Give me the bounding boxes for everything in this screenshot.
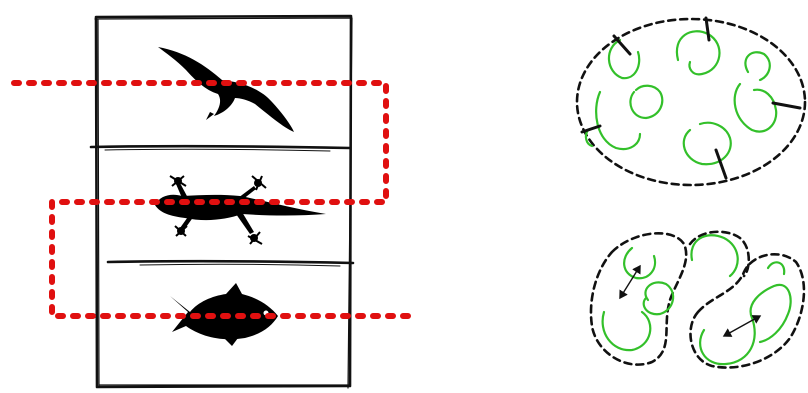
bottom-cluster	[589, 230, 806, 369]
top-cluster-spokes	[580, 16, 802, 180]
bottom-cluster-arrows	[619, 264, 762, 337]
divider-2	[106, 259, 355, 267]
divider-1	[89, 144, 352, 152]
red-dotted-path	[11, 80, 421, 319]
bottom-cluster-strands	[601, 234, 792, 366]
bird-icon	[158, 47, 294, 132]
top-cluster-boundary	[575, 17, 807, 187]
top-cluster-strands	[584, 30, 778, 166]
top-cluster	[575, 16, 807, 187]
left-panel	[11, 14, 421, 389]
lizard-icon	[155, 175, 326, 245]
bottom-cluster-boundaries	[589, 230, 806, 369]
